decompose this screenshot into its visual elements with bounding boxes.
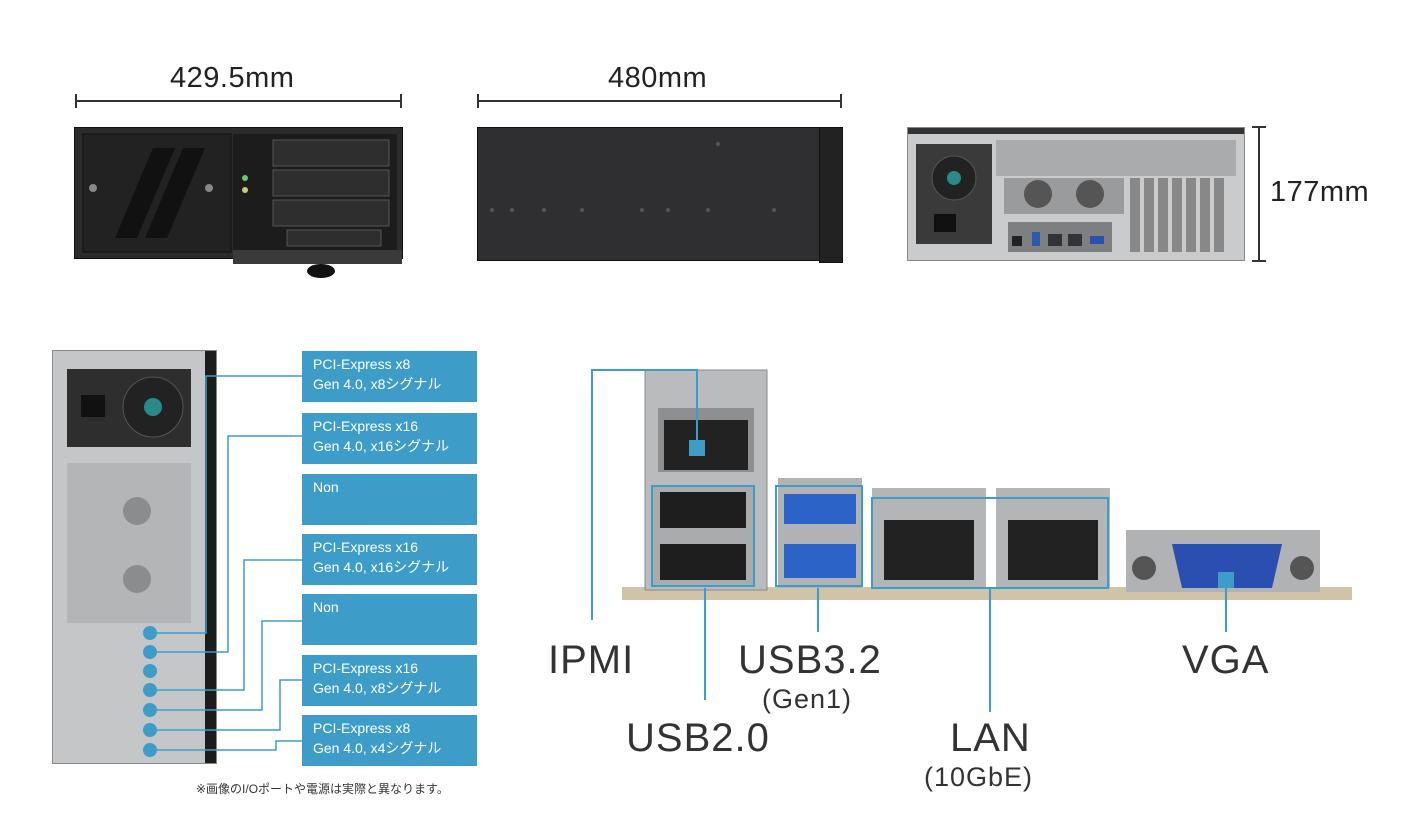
depth-dimension-line bbox=[477, 100, 842, 102]
chassis-rear-view bbox=[907, 127, 1245, 261]
width-dimension-label: 429.5mm bbox=[170, 62, 295, 94]
usb3-gen-label: (Gen1) bbox=[762, 684, 853, 714]
front-panel-graphic bbox=[82, 133, 402, 278]
vga-label: VGA bbox=[1182, 638, 1270, 682]
ipmi-label: IPMI bbox=[548, 638, 635, 682]
depth-dimension-label: 480mm bbox=[608, 62, 708, 94]
chassis-side-view bbox=[477, 127, 821, 261]
lan-speed-label: (10GbE) bbox=[924, 762, 1034, 792]
height-dimension-label: 177mm bbox=[1270, 176, 1370, 208]
rear-panel-graphic bbox=[908, 128, 1244, 252]
disclaimer-note: ※画像のI/Oポートや電源は実際と異なります。 bbox=[196, 782, 449, 796]
slot-label-5: Non bbox=[302, 594, 477, 645]
usb2-label: USB2.0 bbox=[626, 716, 770, 760]
chassis-front-view bbox=[74, 127, 403, 278]
usb3-label: USB3.2 bbox=[738, 638, 882, 682]
slot-label-3: Non bbox=[302, 474, 477, 525]
side-panel-graphic bbox=[490, 142, 776, 212]
lan-label: LAN bbox=[950, 716, 1031, 760]
width-dimension-line bbox=[75, 100, 402, 102]
height-dimension-line bbox=[1258, 126, 1260, 262]
chassis-side-rear-edge bbox=[819, 127, 843, 263]
